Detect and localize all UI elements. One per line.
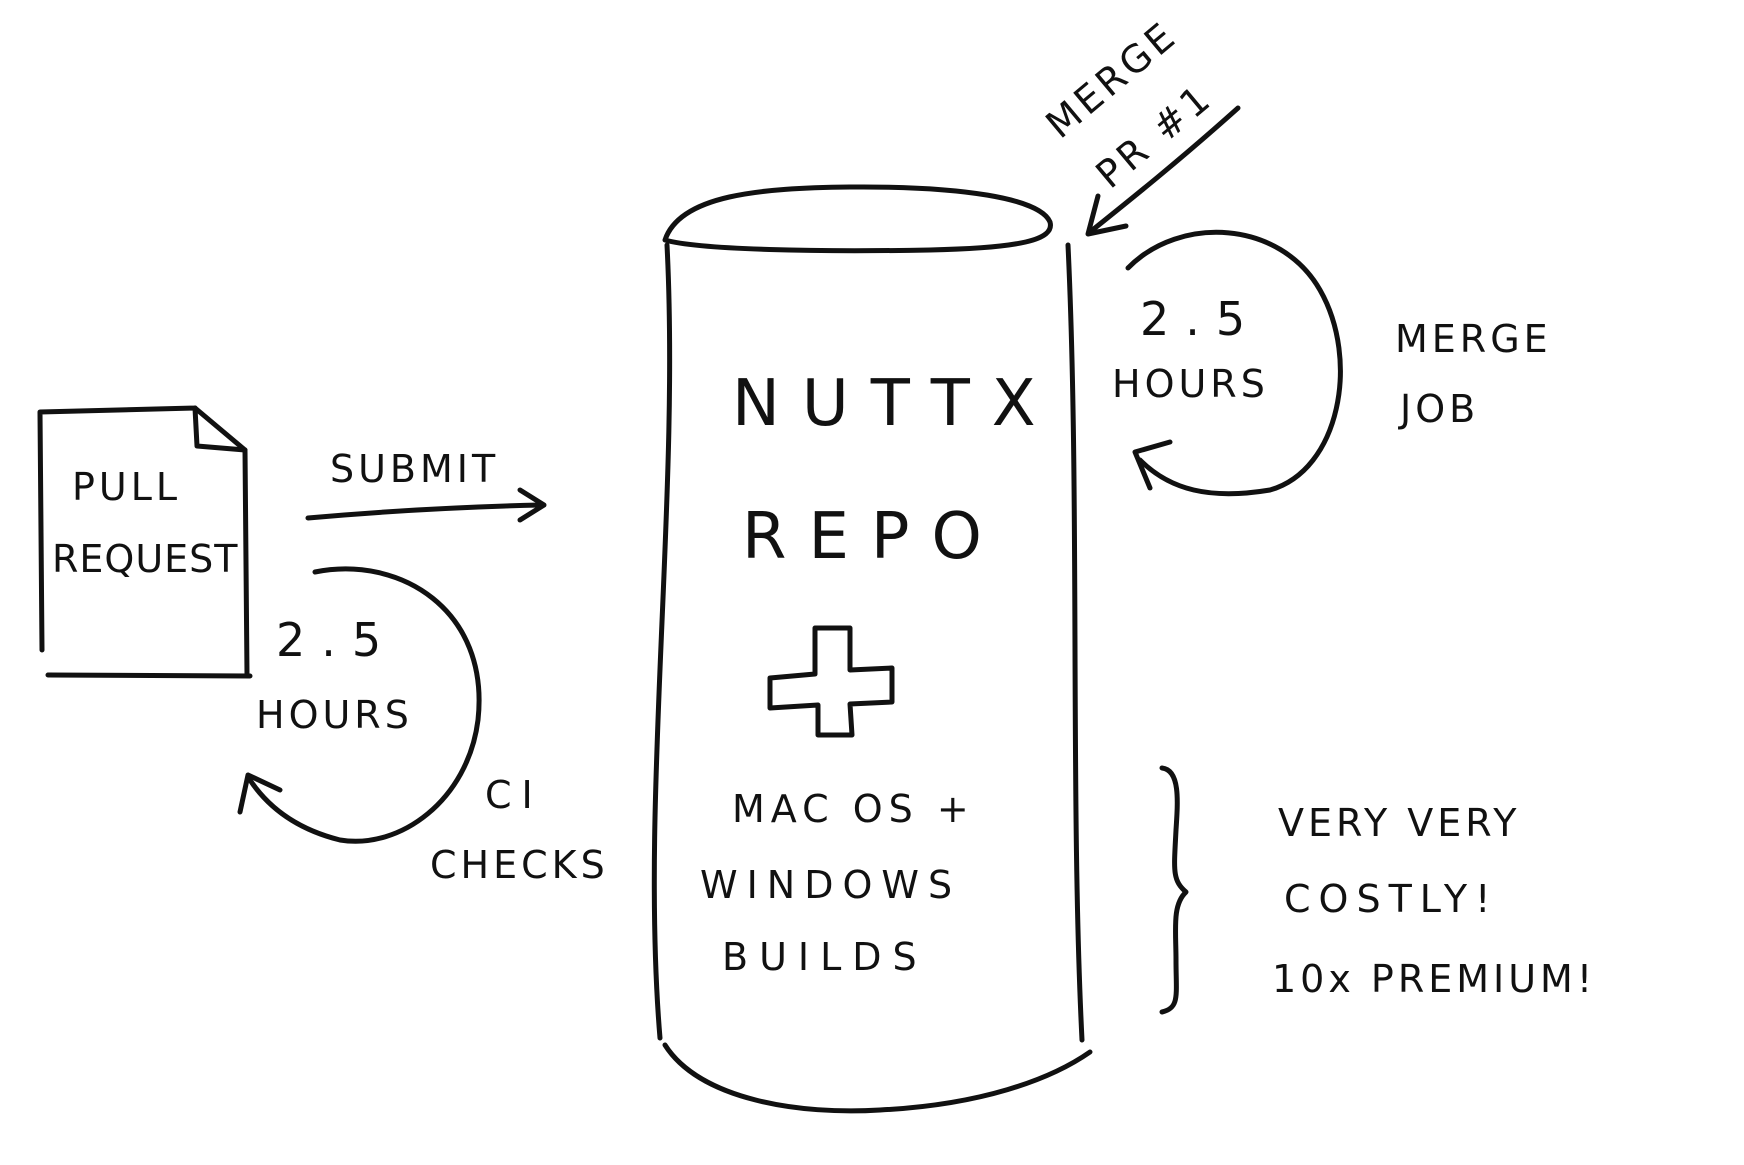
- ci-loop-label-line1: CI: [485, 773, 543, 817]
- repo-line2: REPO: [742, 500, 1004, 574]
- merge-job-loop: 2.5 HOURS MERGE JOB: [1112, 229, 1552, 497]
- ci-loop-label-line2: CHECKS: [430, 843, 609, 887]
- merge-loop-curve: [1125, 229, 1343, 497]
- submit-arrow-head: [517, 487, 547, 523]
- merge-pr-arrow-head: [1085, 193, 1129, 237]
- repo-line4: WINDOWS: [700, 863, 961, 907]
- repo-line1: NUTTX: [732, 367, 1058, 441]
- submit-label: SUBMIT: [330, 447, 499, 491]
- merge-pr-arrow: MERGE PR #1: [1038, 12, 1241, 237]
- cost-note-line3: 10x PREMIUM!: [1272, 957, 1596, 1001]
- merge-loop-duration: 2.5: [1140, 292, 1261, 346]
- document-folded-corner: [192, 405, 248, 453]
- pull-request-document: PULL REQUEST: [37, 405, 253, 679]
- merge-loop-label-line1: MERGE: [1395, 317, 1552, 361]
- document-outline: [37, 405, 253, 679]
- merge-loop-arrowhead: [1132, 439, 1173, 491]
- cost-note: VERY VERY COSTLY! 10x PREMIUM!: [1159, 765, 1596, 1015]
- repo-line5: BUILDS: [722, 935, 928, 979]
- plus-sign: [767, 625, 895, 738]
- cylinder-bottom: [662, 1042, 1093, 1114]
- cylinder-right-side: [1065, 242, 1085, 1043]
- ci-loop-arrowhead: [237, 772, 283, 815]
- merge-pr-arrow-line: [1087, 105, 1241, 235]
- merge-loop-unit: HOURS: [1112, 362, 1269, 406]
- nuttx-repo-cylinder: NUTTX REPO MAC OS + WINDOWS BUILDS: [651, 184, 1093, 1114]
- cylinder-left-side: [651, 242, 673, 1041]
- submit-arrow-line: [305, 502, 543, 521]
- submit-arrow: SUBMIT: [305, 447, 547, 523]
- ci-loop-duration: 2.5: [276, 613, 397, 667]
- pull-request-line2: REQUEST: [52, 537, 238, 581]
- cost-note-line2: COSTLY!: [1284, 877, 1498, 921]
- ci-loop-curve: [247, 566, 482, 844]
- ci-loop-unit: HOURS: [256, 693, 413, 737]
- merge-loop-label-line2: JOB: [1398, 387, 1479, 431]
- curly-brace: [1159, 765, 1189, 1015]
- cylinder-top: [662, 184, 1053, 254]
- repo-line3: MAC OS +: [732, 787, 975, 831]
- pull-request-line1: PULL: [72, 465, 181, 509]
- ci-checks-loop: 2.5 HOURS CI CHECKS: [237, 566, 609, 887]
- cost-note-line1: VERY VERY: [1278, 801, 1520, 845]
